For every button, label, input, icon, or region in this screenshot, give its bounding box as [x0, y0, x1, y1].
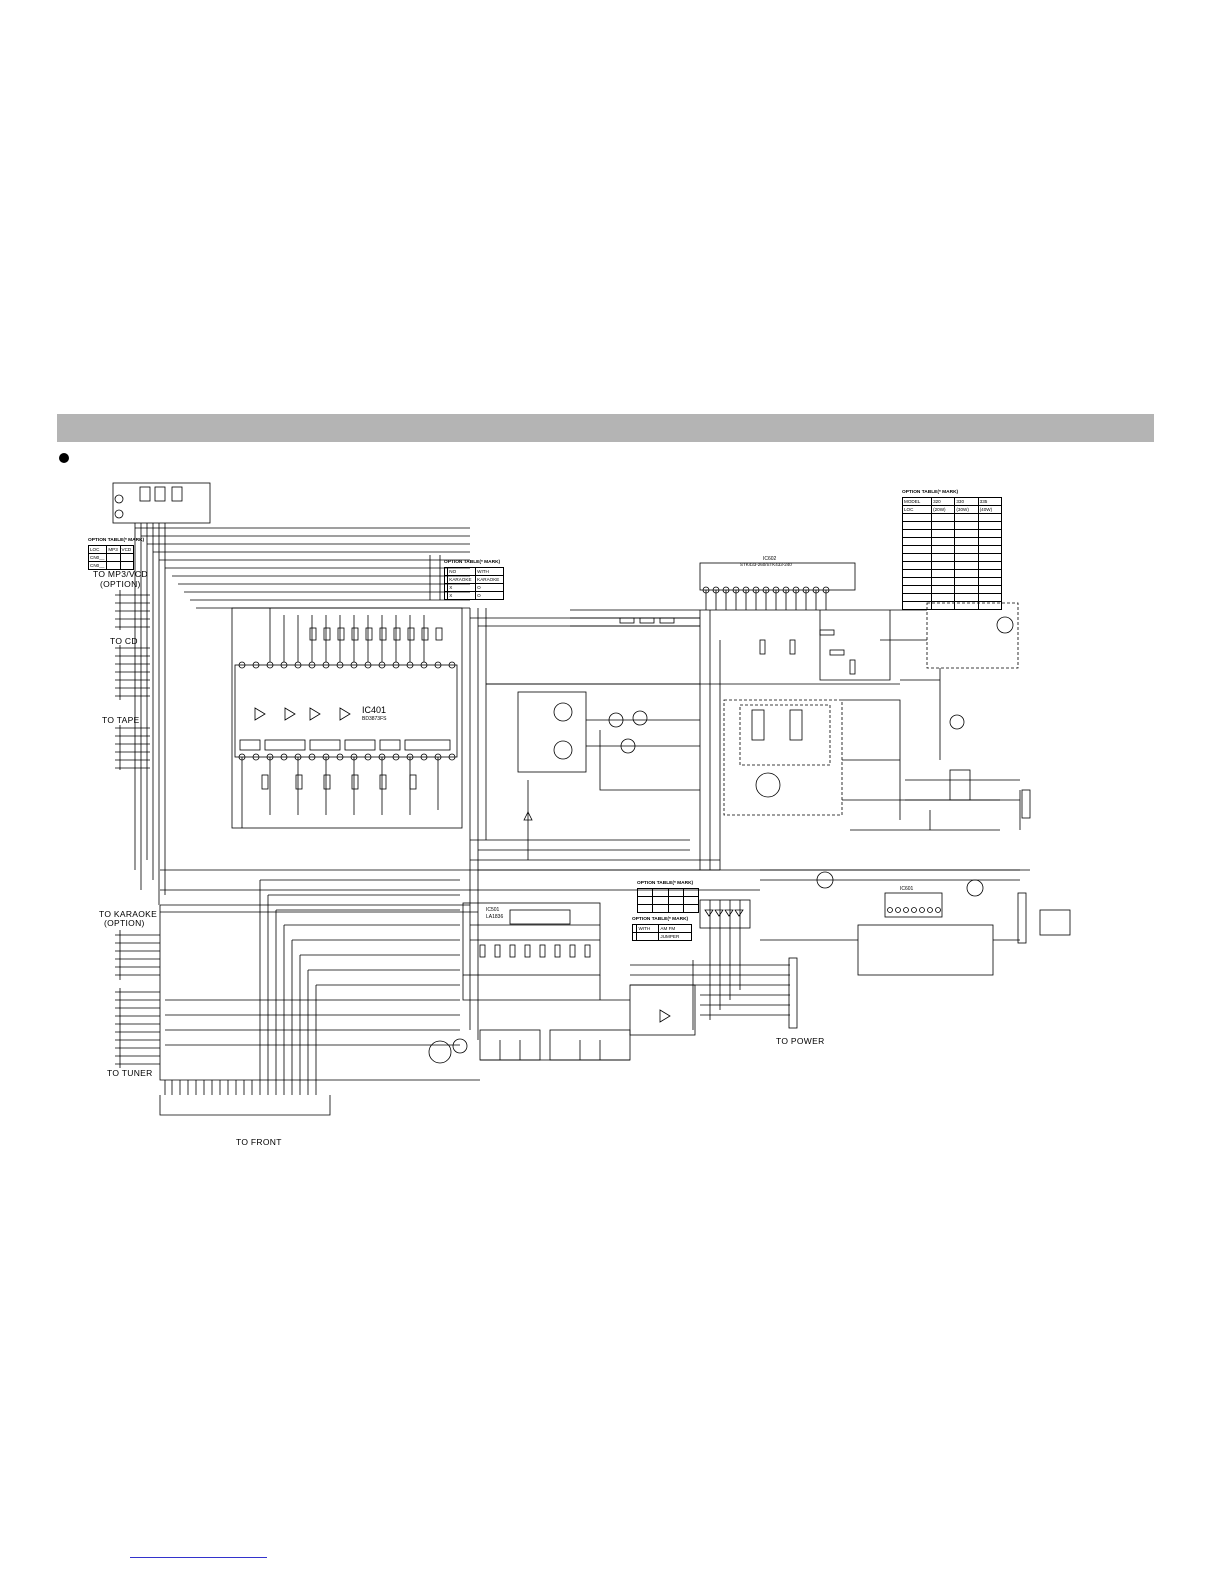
- connector-label-karaoke: TO KARAOKE: [99, 909, 158, 919]
- connector-label-power: TO POWER: [776, 1036, 825, 1046]
- section-header-bar: [57, 414, 1154, 442]
- connector-label-mp3vcd: TO MP3/VCD: [93, 569, 148, 579]
- connector-label-tuner: TO TUNER: [107, 1068, 153, 1078]
- option-table-1-title: OPTION TABLE(* MARK): [88, 538, 145, 543]
- connector-label-tape: TO TAPE: [102, 715, 140, 725]
- footer-link-underline: [130, 1557, 267, 1558]
- ic602-part-label: STK433-260/STK433-240: [740, 562, 792, 567]
- option-table-3-title: OPTION TABLE(* MARK): [902, 490, 959, 495]
- option-table-2-title: OPTION TABLE(* MARK): [444, 560, 501, 565]
- option-table-5-title: OPTION TABLE(* MARK): [632, 917, 689, 922]
- connector-label-mp3vcd-option: (OPTION): [100, 579, 141, 589]
- connector-label-karaoke-option: (OPTION): [104, 918, 145, 928]
- connector-label-cd: TO CD: [110, 636, 138, 646]
- bullet-icon: [59, 453, 69, 463]
- option-table-4-title: OPTION TABLE(* MARK): [637, 881, 694, 886]
- ic501-label: IC501: [486, 907, 500, 913]
- option-table-4: [636, 888, 700, 913]
- ic401-label: IC401: [362, 705, 387, 715]
- connector-label-front: TO FRONT: [236, 1137, 282, 1147]
- ic602-label: IC602: [763, 556, 777, 562]
- ic401-part-label: BD3873FS: [362, 716, 387, 722]
- ic501-part-label: LA1836: [486, 914, 504, 920]
- ic601-label: IC601: [900, 886, 914, 892]
